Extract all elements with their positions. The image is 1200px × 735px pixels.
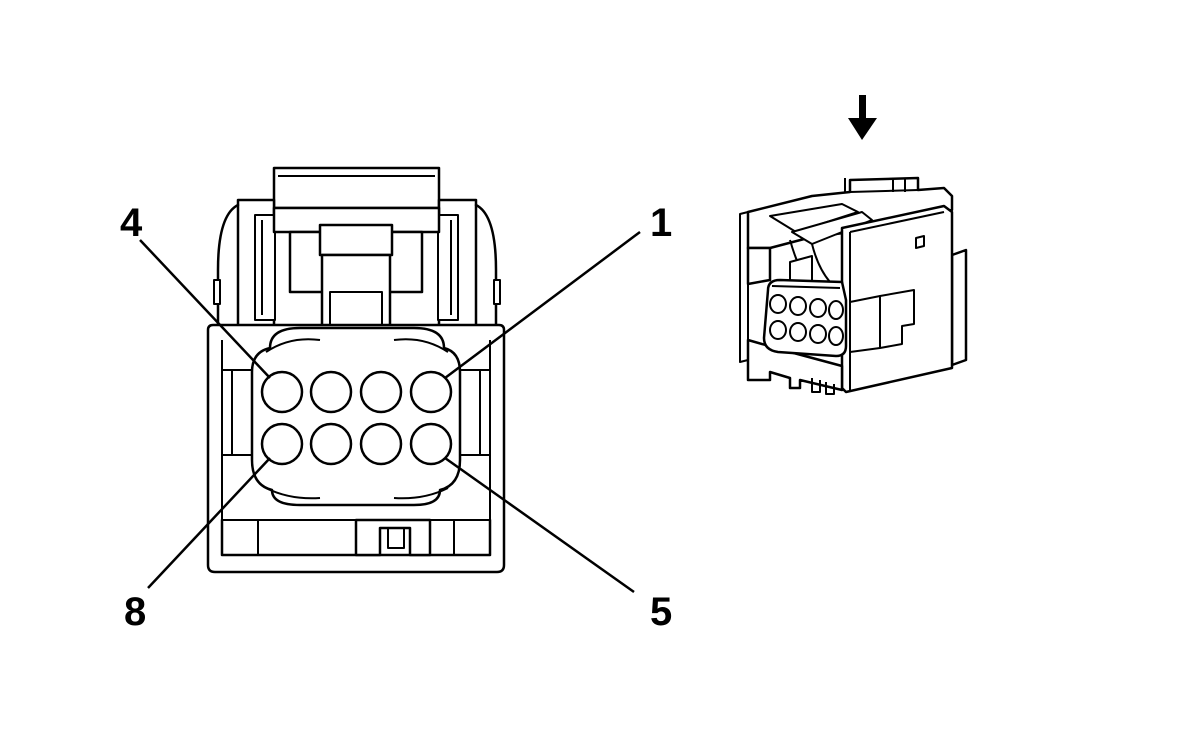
leader-line-pin-4 (139, 239, 271, 379)
locking-latch (213, 166, 501, 333)
cavity-pin-2 (359, 370, 403, 414)
cavity-pin-5 (409, 422, 453, 466)
connector-isometric-view (739, 95, 968, 395)
cavity-row-bottom (260, 422, 453, 466)
cavity-pin-3 (309, 370, 353, 414)
pin-label-4: 4 (120, 201, 143, 245)
cavity-pin-4 (260, 370, 304, 414)
cavity-shroud (250, 326, 462, 507)
leader-line-pin-8 (147, 457, 271, 589)
cavity-pin-8 (260, 422, 304, 466)
mini-cavities (769, 294, 844, 346)
down-arrow-icon (848, 95, 877, 140)
cavity-pin-6 (359, 422, 403, 466)
pin-label-1: 1 (650, 201, 672, 245)
cavity-row-top (260, 370, 453, 414)
pin-label-8: 8 (124, 590, 146, 634)
leader-line-pin-1 (444, 230, 641, 380)
cavity-pin-7 (309, 422, 353, 466)
pin-label-5: 5 (650, 590, 672, 634)
cavity-pin-1 (409, 370, 453, 414)
connector-face-view: 4 1 8 5 (120, 166, 672, 634)
leader-line-pin-5 (444, 456, 635, 594)
